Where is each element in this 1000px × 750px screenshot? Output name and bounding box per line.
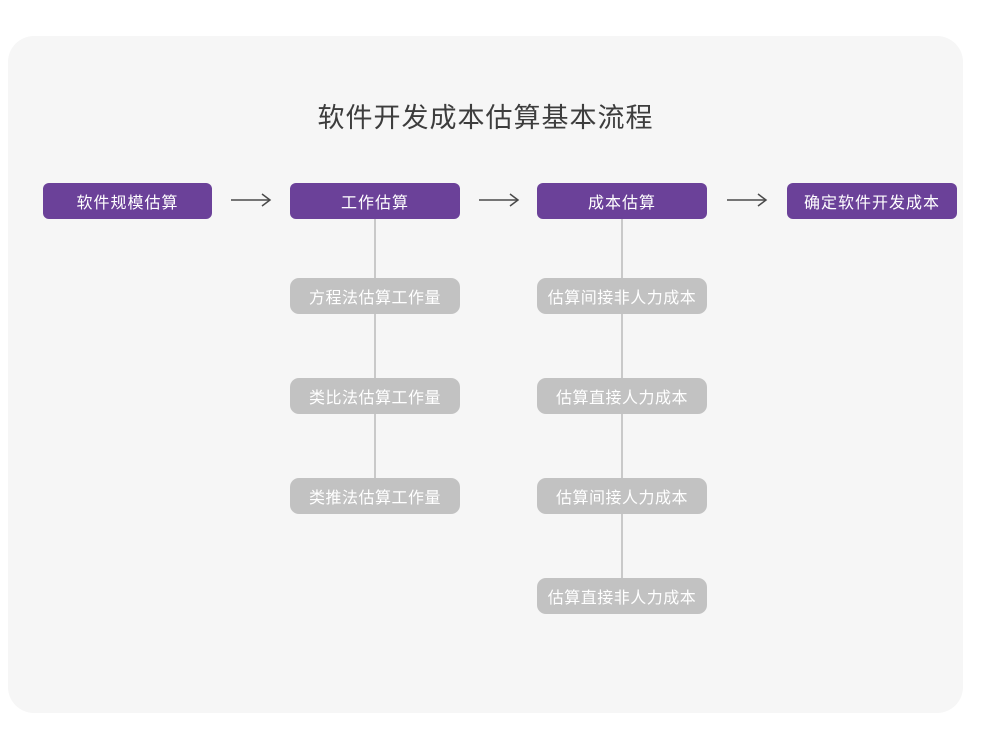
flow-node-determine-dev-cost: 确定软件开发成本 xyxy=(787,183,957,219)
flow-node-work-estimation: 工作估算 xyxy=(290,183,460,219)
sub-node-indirect-labor-cost: 估算间接人力成本 xyxy=(537,478,707,514)
flow-node-software-scale-estimation: 软件规模估算 xyxy=(43,183,212,219)
diagram-card xyxy=(8,36,963,713)
sub-node-extrapolation-method: 类推法估算工作量 xyxy=(290,478,460,514)
sub-node-indirect-nonlabor-cost: 估算间接非人力成本 xyxy=(537,278,707,314)
connector-line-work-estimation xyxy=(374,219,376,496)
sub-node-direct-labor-cost: 估算直接人力成本 xyxy=(537,378,707,414)
sub-node-equation-method: 方程法估算工作量 xyxy=(290,278,460,314)
right-arrow-icon xyxy=(479,193,520,207)
sub-node-analogy-method: 类比法估算工作量 xyxy=(290,378,460,414)
diagram-title: 软件开发成本估算基本流程 xyxy=(317,103,654,133)
right-arrow-icon xyxy=(231,193,272,207)
sub-node-direct-nonlabor-cost: 估算直接非人力成本 xyxy=(537,578,707,614)
right-arrow-icon xyxy=(727,193,768,207)
flow-node-cost-estimation: 成本估算 xyxy=(537,183,707,219)
